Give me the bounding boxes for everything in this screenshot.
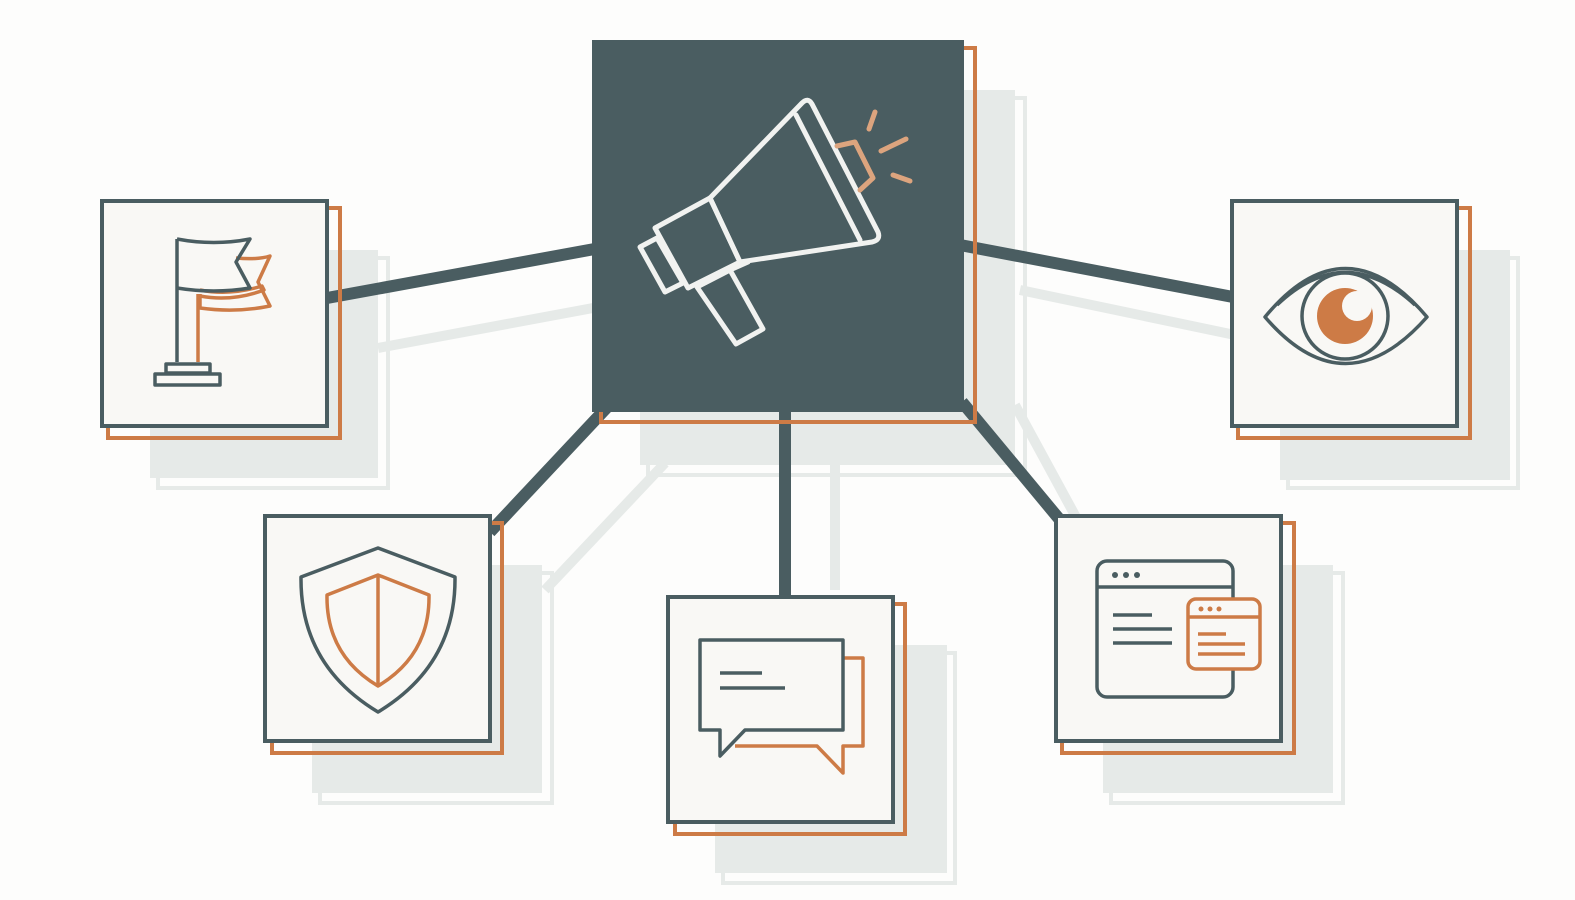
node-flag <box>100 199 342 440</box>
connector-flag <box>325 242 602 304</box>
megaphone-icon <box>637 97 882 347</box>
connector-shield <box>485 397 617 537</box>
eye-icon <box>1263 266 1429 366</box>
connector-browser <box>957 398 1065 524</box>
hub-node <box>592 40 977 424</box>
shield-icon <box>299 546 457 714</box>
megaphone-sound-icon <box>834 109 913 193</box>
connector-eye <box>958 239 1235 303</box>
node-chat <box>666 595 907 836</box>
browser-windows-icon <box>1095 559 1262 699</box>
node-flag-card <box>100 199 329 428</box>
hub-card <box>592 40 964 412</box>
node-browser <box>1054 514 1296 755</box>
connector-lines <box>325 239 1235 598</box>
chat-bubbles-icon <box>698 638 865 775</box>
node-chat-card <box>666 595 895 824</box>
node-eye <box>1230 199 1472 440</box>
node-shield <box>263 514 504 755</box>
flag-icon <box>153 237 272 387</box>
